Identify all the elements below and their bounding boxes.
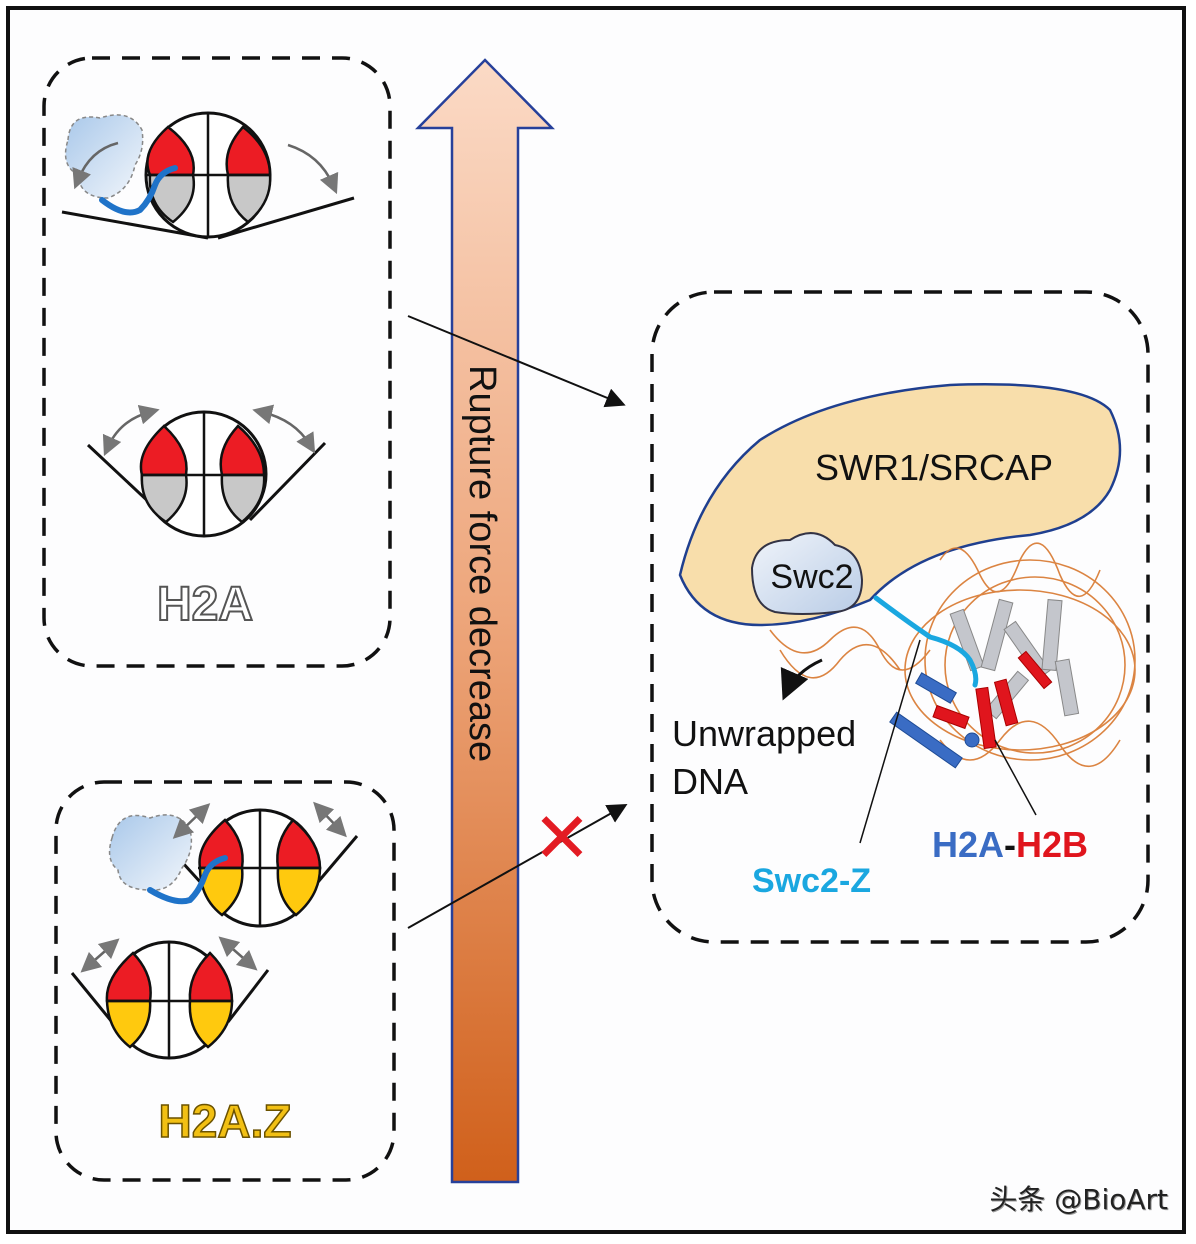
complex-panel [650, 290, 1150, 944]
blocked-x-icon: ✕ [533, 799, 592, 877]
swc2z-label: Swc2-Z [752, 862, 871, 900]
rupture-force-label: Rupture force decrease [461, 365, 503, 762]
swc2-domain [750, 532, 864, 615]
swc2-label: Swc2 [770, 558, 853, 596]
breathing-arrow-right [218, 936, 258, 971]
breathing-arrow-right [313, 801, 347, 838]
connector-h2az [407, 804, 628, 929]
dna-unwrap-arrow-right [287, 143, 339, 195]
breathing-arrow-left [80, 938, 120, 973]
h2b-label: H2B [1016, 824, 1088, 865]
h2a-nucleosome [86, 404, 327, 538]
rupture-force-arrow [415, 58, 555, 1184]
h2a-nucleosome-bound [61, 111, 355, 240]
swc2-tail [147, 855, 228, 905]
h2a-label-complex: H2A [932, 824, 1004, 865]
h2a-dimer-right-bottom [226, 173, 272, 224]
h2az-nucleosome [70, 936, 270, 1060]
unwrap-arrow-icon [780, 658, 823, 701]
watermark: 头条 @BioArt [989, 1183, 1168, 1216]
breathing-arrow-left [172, 803, 211, 839]
swr1-srcap-complex [678, 383, 1122, 627]
swc2z-tail [873, 595, 979, 688]
h2a-h2b-label: H2A-H2B [932, 824, 1088, 865]
swc2-blob-icon [108, 814, 193, 891]
nucleosome-structure [769, 542, 1136, 769]
h2a-label: H2A [157, 578, 253, 631]
swc2z-pointer [859, 639, 921, 844]
h2a-panel [42, 56, 392, 668]
unwrapped-dna-label-line2: DNA [672, 761, 748, 802]
swc2-blob-icon [64, 114, 144, 199]
connector-h2a [407, 315, 626, 408]
breathing-arrow-left [102, 404, 160, 457]
unwrapped-dna-label-line1: Unwrapped [672, 713, 856, 754]
swr1-srcap-label: SWR1/SRCAP [815, 447, 1053, 488]
breathing-arrow-right [252, 404, 316, 454]
dna-unwrap-arrow-left [72, 141, 119, 190]
swc2-tail [99, 165, 178, 216]
dash: - [1004, 824, 1016, 865]
h2a-h2b-pointer [994, 739, 1037, 816]
h2az-nucleosome-bound [108, 801, 359, 928]
h2az-panel [54, 780, 396, 1182]
h2az-label: H2A.Z [159, 1095, 292, 1147]
